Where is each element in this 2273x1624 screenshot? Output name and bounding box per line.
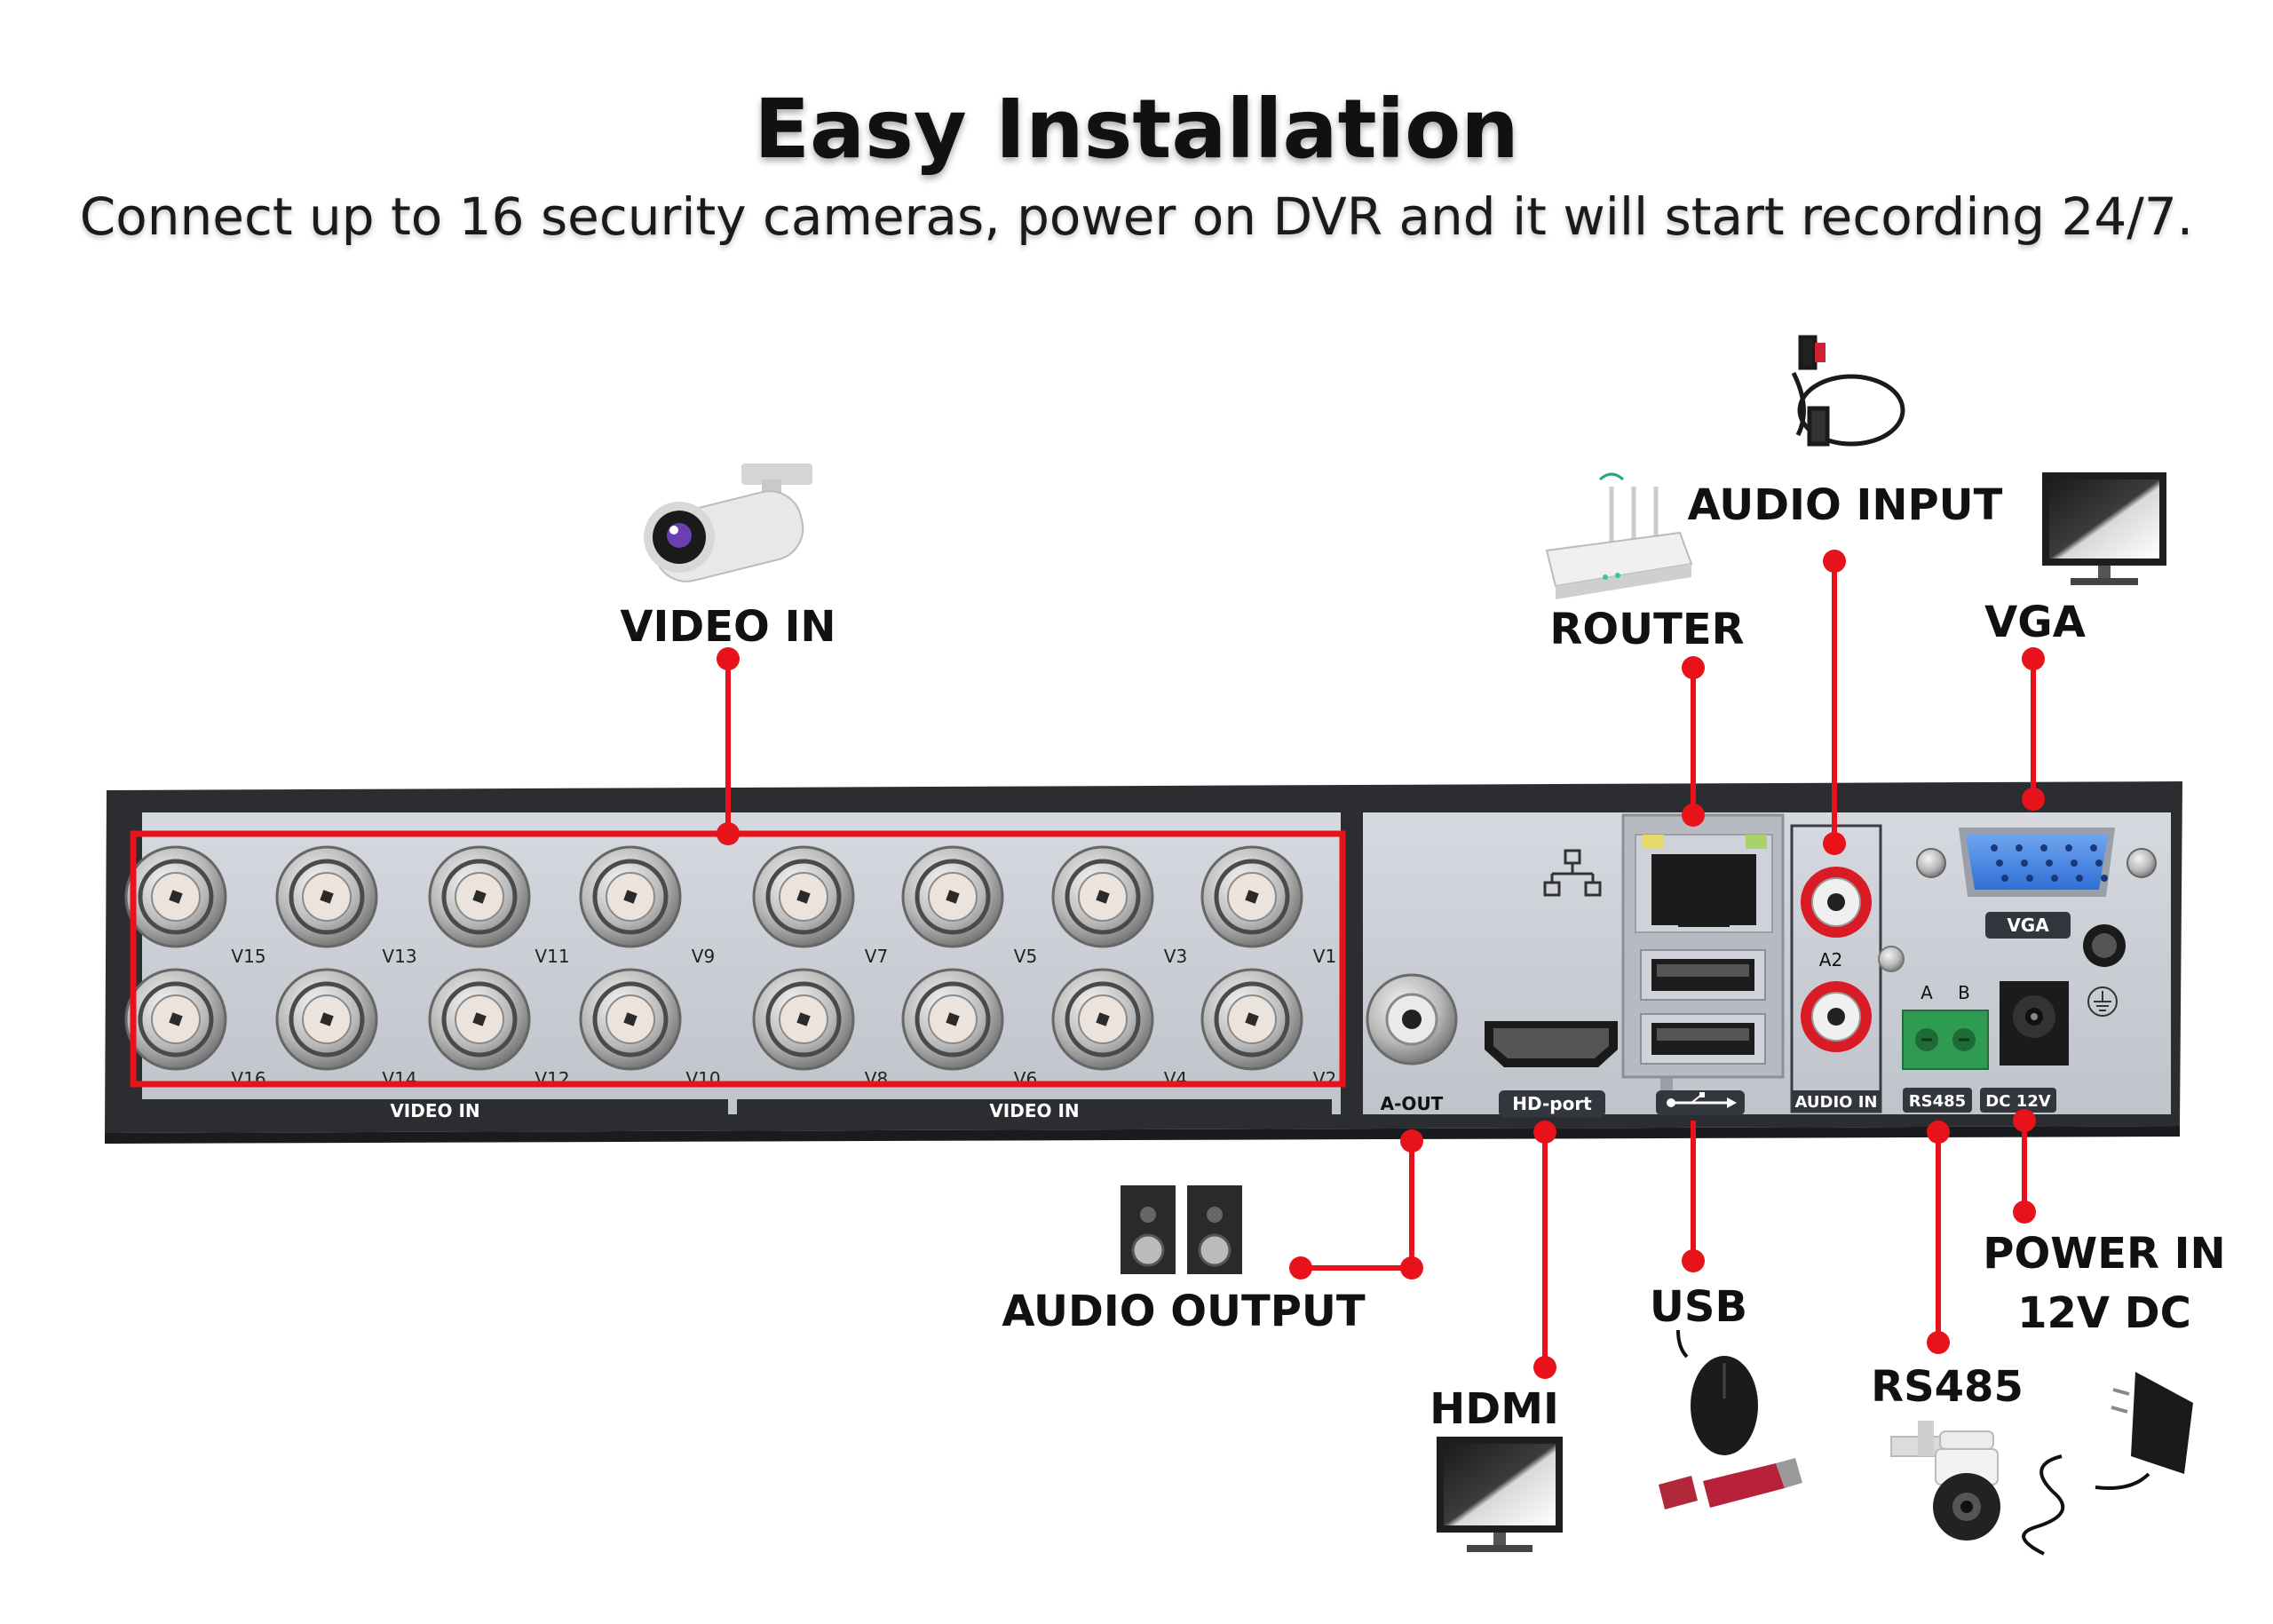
ground-terminal [2083,924,2126,967]
rs485-badge [1903,1088,1972,1113]
terminal-a-label: A [1921,982,1933,1003]
vga-pin [2095,860,2103,867]
microphone-icon [1791,335,1905,447]
vga-pin [2065,844,2072,852]
a2-label: A2 [1819,949,1842,970]
dc-port-label: DC 12V [1985,1092,2050,1111]
terminal-b-label: B [1958,982,1970,1003]
vga-pin [2016,844,2023,852]
ptz-camera-icon [1890,1421,2000,1541]
bnc-connector-v11[interactable] [428,845,531,948]
power-in-callout: POWER IN [1983,1229,2225,1279]
ground-icon [2087,986,2118,1017]
channel-label: V9 [692,946,715,967]
bnc-connector-v12[interactable] [428,968,531,1071]
audio-in-port-a1[interactable] [1801,867,1872,938]
bnc-connector-v2[interactable] [1200,968,1303,1071]
vga-pin [2021,860,2028,867]
usb-symbol-icon [1667,1092,1737,1108]
vga-pin [2040,844,2047,852]
callout-dots [717,550,2045,1379]
usb-port-upper[interactable] [1640,949,1766,1001]
hd-port-badge [1499,1090,1605,1117]
vga-port-label: VGA [2007,915,2049,936]
vga-pin [2026,875,2033,882]
bnc-connector-v10[interactable] [579,968,682,1071]
bnc-connector-v1[interactable] [1200,845,1303,948]
bnc-connector-v6[interactable] [901,968,1004,1071]
dc-badge [1980,1088,2056,1113]
vga-pin [1996,860,2003,867]
channel-label: V15 [231,946,265,967]
lan-icon [1543,849,1602,897]
video-in-callout: VIDEO IN [620,602,836,652]
bnc-connector-v15[interactable] [124,845,227,948]
power-in-callout-voltage: 12V DC [2017,1288,2191,1338]
audio-in-port-a2[interactable] [1801,981,1872,1052]
vga-badge [1985,912,2071,939]
bnc-connector-v13[interactable] [275,845,378,948]
audio-out-port[interactable] [1366,973,1458,1066]
rs485-callout: RS485 [1871,1362,2024,1412]
bnc-connector-v9[interactable] [579,845,682,948]
hd-port-label: HD-port [1512,1093,1592,1114]
monitor-icon [2042,472,2166,585]
audio-output-callout: AUDIO OUTPUT [1002,1287,1366,1336]
page-title: Easy Installation [754,82,1519,177]
rs485-port-label: RS485 [1909,1092,1966,1111]
bullet-camera-icon [644,463,812,582]
router-callout: ROUTER [1549,605,1744,654]
bnc-connector-v5[interactable] [901,845,1004,948]
speakers-icon [1121,1185,1242,1274]
audio-in-label: AUDIO IN [1795,1093,1878,1112]
vga-pin [2071,860,2078,867]
ethernet-port[interactable] [1635,834,1773,933]
bnc-connector-v4[interactable] [1051,968,1154,1071]
dc-power-jack[interactable] [2000,981,2069,1066]
channel-label: V7 [865,946,888,967]
vga-pin [2046,860,2053,867]
channel-label: V3 [1164,946,1187,967]
vga-pin [2090,844,2097,852]
vga-pin [2101,875,2108,882]
vga-pin [2076,875,2083,882]
vga-pins [1991,844,2108,882]
bnc-connector-v7[interactable] [752,845,855,948]
video-in-group-label: VIDEO IN [989,1100,1079,1121]
usb-callout: USB [1650,1282,1747,1332]
hdmi-port[interactable] [1485,1021,1618,1067]
vga-screw-left [1916,848,1946,878]
usb-port-lower[interactable] [1640,1013,1766,1065]
channel-label: V13 [382,946,416,967]
bnc-connector-v8[interactable] [752,968,855,1071]
vga-pin [2001,875,2008,882]
page-subtitle: Connect up to 16 security cameras, power… [79,186,2194,247]
audio-input-callout: AUDIO INPUT [1688,480,2003,530]
vga-callout: VGA [1984,598,2086,647]
vga-pin [1991,844,1998,852]
vga-screw-right [2126,848,2157,878]
monitor-icon [1437,1437,1563,1552]
channel-label: V1 [1313,946,1336,967]
a-out-label: A-OUT [1381,1093,1444,1114]
hdmi-callout: HDMI [1430,1384,1559,1434]
router-icon [1545,472,1693,599]
rs485-terminal[interactable] [1902,1010,1989,1070]
power-adapter-icon [2022,1372,2193,1556]
channel-label: V11 [535,946,569,967]
channel-label: V5 [1014,946,1037,967]
vga-pin [2051,875,2058,882]
usb-stick-icon [1659,1458,1802,1509]
screw [1878,946,1905,972]
audio-in-badge [1792,1090,1881,1112]
video-in-group-label: VIDEO IN [390,1100,479,1121]
usb-mouse-icon [1676,1329,1758,1455]
bnc-connector-v14[interactable] [275,968,378,1071]
bnc-connector-v16[interactable] [124,968,227,1071]
vga-port[interactable] [1959,828,2115,897]
bnc-connector-v3[interactable] [1051,845,1154,948]
